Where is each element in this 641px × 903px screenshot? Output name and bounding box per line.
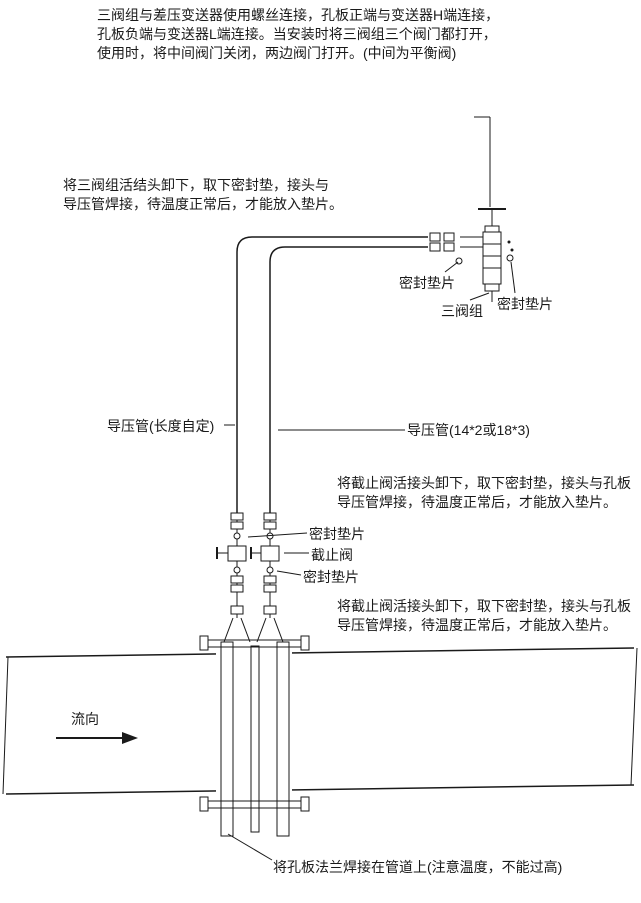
manifold-note: 将三阀组活结头卸下，取下密封垫，接头与 导压管焊接，待温度正常后，才能放入垫片。 — [63, 176, 343, 214]
note-line: 导压管焊接，待温度正常后，才能放入垫片。 — [337, 617, 617, 633]
note-line: 导压管焊接，待温度正常后，才能放入垫片。 — [337, 494, 617, 510]
note-line: 使用时，将中间阀门关闭，两边阀门打开。(中间为平衡阀) — [97, 45, 457, 61]
impulse-pipe-left-label: 导压管(长度自定) — [107, 418, 215, 434]
seal-gasket-label-manifold-right: 密封垫片 — [497, 296, 553, 312]
seal-gasket-label-manifold-left: 密封垫片 — [399, 275, 455, 291]
shutoff-valves-drawing — [216, 512, 280, 618]
note-line: 导压管焊接，待温度正常后，才能放入垫片。 — [63, 196, 343, 212]
bottom-note: 将孔板法兰焊接在管道上(注意温度，不能过高) — [273, 859, 563, 875]
leader-lines — [224, 261, 516, 861]
shutoff-valve-label: 截止阀 — [311, 547, 353, 563]
note-line: 将截止阀活接头卸下，取下密封垫，接头与孔板 — [337, 475, 631, 491]
flow-direction-arrow-icon — [56, 732, 138, 744]
top-note: 三阀组与差压变送器使用螺丝连接，孔板正端与变送器H端连接， 孔板负端与变送器L端… — [97, 6, 499, 63]
three-valve-manifold-label: 三阀组 — [441, 303, 483, 319]
impulse-pipe-right-label: 导压管(14*2或18*3) — [407, 422, 530, 438]
impulse-lines-drawing — [236, 236, 428, 513]
seal-gasket-label-valve-lower: 密封垫片 — [303, 569, 359, 585]
orifice-flange-drawing — [199, 605, 310, 838]
note-line: 将截止阀活接头卸下，取下密封垫，接头与孔板 — [337, 598, 631, 614]
flow-direction-label: 流向 — [71, 711, 99, 727]
process-pipe-drawing — [2, 647, 638, 795]
valve-note-upper: 将截止阀活接头卸下，取下密封垫，接头与孔板 导压管焊接，待温度正常后，才能放入垫… — [337, 474, 631, 512]
note-line: 孔板负端与变送器L端连接。当安装时将三阀组三个阀门都打开， — [97, 26, 497, 42]
note-line: 将三阀组活结头卸下，取下密封垫，接头与 — [63, 177, 329, 193]
three-valve-manifold-drawing — [429, 116, 514, 302]
valve-note-lower: 将截止阀活接头卸下，取下密封垫，接头与孔板 导压管焊接，待温度正常后，才能放入垫… — [337, 597, 631, 635]
note-line: 三阀组与差压变送器使用螺丝连接，孔板正端与变送器H端连接， — [97, 7, 500, 23]
seal-gasket-label-valve-upper: 密封垫片 — [309, 526, 365, 542]
